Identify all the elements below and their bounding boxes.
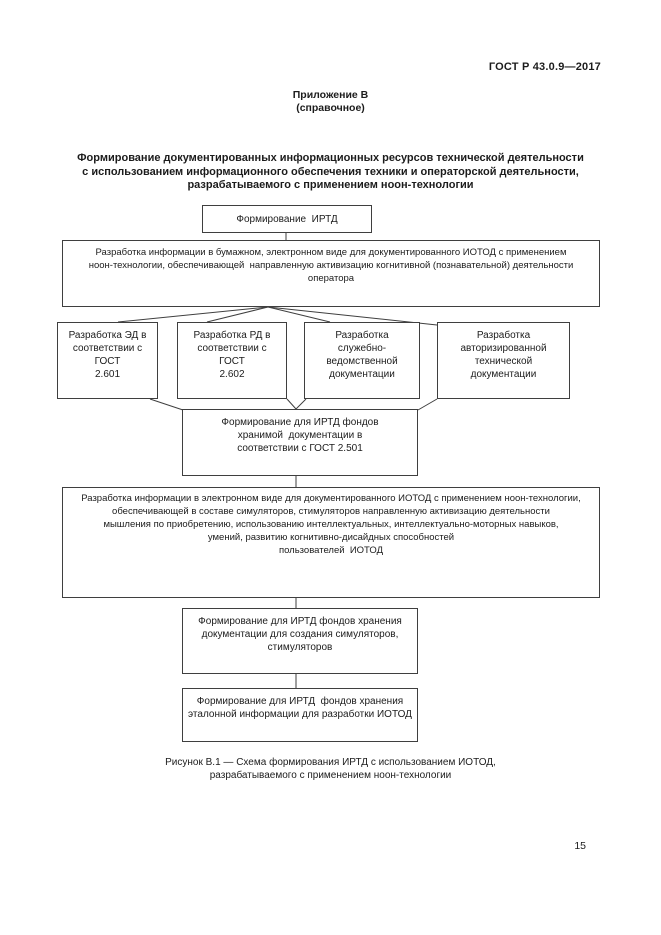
node-electronic-development: Разработка информации в электронном виде… bbox=[62, 487, 600, 598]
node-paper-development: Разработка информации в бумажном, электр… bbox=[62, 240, 600, 307]
node-rd-gost-2602: Разработка РД в соответствии с ГОСТ 2.60… bbox=[177, 322, 287, 399]
connector-fan-to-rd bbox=[206, 306, 269, 323]
connector-ed-to-storage bbox=[149, 398, 184, 411]
document-code: ГОСТ Р 43.0.9—2017 bbox=[488, 61, 601, 73]
figure-caption: Рисунок В.1 — Схема формирования ИРТД с … bbox=[165, 757, 496, 781]
connector-authorized-to-storage bbox=[417, 398, 438, 411]
node-form-irtd: Формирование ИРТД bbox=[202, 205, 372, 233]
appendix-heading: Приложение В (справочное) bbox=[292, 89, 369, 114]
node-storage-fund-gost-2501: Формирование для ИРТД фондов хранимой до… bbox=[182, 409, 418, 476]
node-authorized-documentation: Разработка авторизированной технической … bbox=[437, 322, 570, 399]
connector-service-to-storage bbox=[295, 398, 307, 410]
connector-rd-to-storage bbox=[286, 398, 297, 410]
connector-fan-to-ed bbox=[117, 306, 269, 323]
node-ed-gost-2601: Разработка ЭД в соответствии с ГОСТ 2.60… bbox=[57, 322, 158, 399]
section-title: Формирование документированных информаци… bbox=[77, 152, 584, 191]
node-etalon-fund: Формирование для ИРТД фондов хранения эт… bbox=[182, 688, 418, 742]
connector-fan-to-service bbox=[267, 306, 331, 323]
node-simulator-fund: Формирование для ИРТД фондов хранения до… bbox=[182, 608, 418, 674]
node-service-documentation: Разработка служебно- ведомственной докум… bbox=[304, 322, 420, 399]
page-number: 15 bbox=[574, 840, 586, 852]
